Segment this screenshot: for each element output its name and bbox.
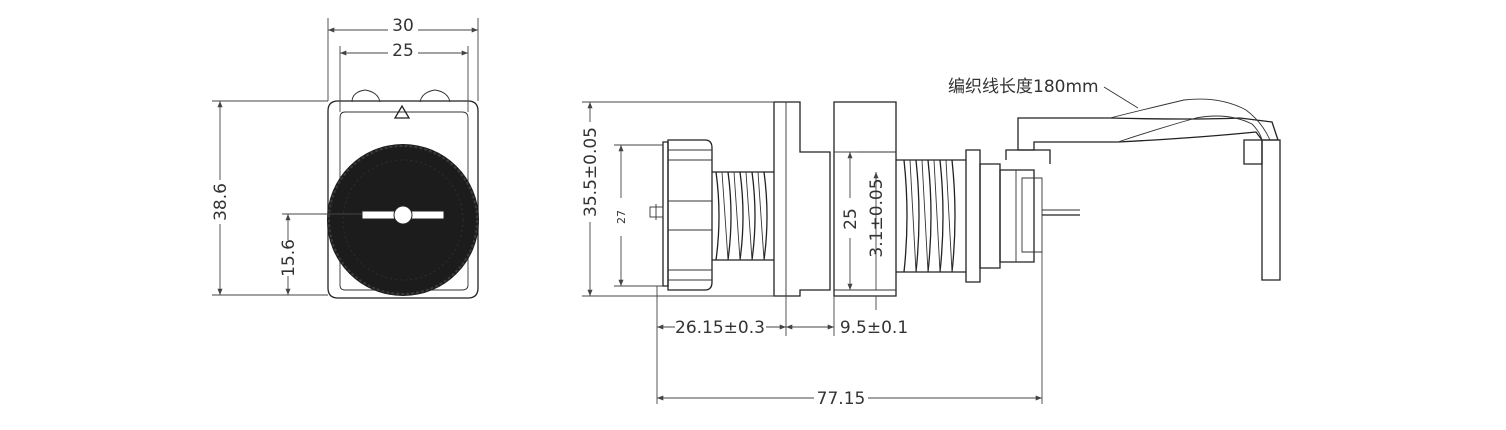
front-view: YD 30 25 38.6: [211, 16, 479, 299]
braided-cable: [1005, 98, 1281, 281]
triangle-mark-icon: [393, 104, 411, 119]
dim-height-offset: 3.1±0.05: [867, 172, 887, 310]
dim-height-slot-label: 15.6: [279, 239, 299, 277]
cable-leader: [1103, 86, 1139, 109]
rotary-dial: YD: [327, 136, 479, 296]
dim-height-body: 35.5±0.05: [581, 101, 774, 297]
cable-note: 编织线长度180mm: [948, 77, 1099, 97]
dim-length-cap: 26.15±0.3: [656, 286, 787, 404]
dim-height-total-label: 38.6: [211, 183, 231, 221]
front-housing: [327, 89, 479, 299]
dim-width-inner-label: 25: [392, 41, 414, 61]
dim-length-cap-label: 26.15±0.3: [675, 318, 765, 338]
mounting-flange: [773, 101, 831, 297]
dim-height-offset-label: 3.1±0.05: [867, 178, 887, 257]
dim-height-body-label: 35.5±0.05: [581, 127, 601, 217]
side-knob: [649, 139, 713, 291]
side-view: 编织线长度180mm 35.5±0.05 27 25 3.: [581, 77, 1281, 409]
dim-width-outer: 30: [327, 16, 479, 101]
dim-length-total-label: 77.15: [817, 389, 866, 409]
dim-length-total: 77.15: [657, 252, 1043, 409]
rear-terminal: [965, 149, 1080, 283]
dim-width-outer-label: 30: [392, 16, 414, 36]
dim-length-flange-label: 9.5±0.1: [840, 318, 908, 338]
dim-height-total: 38.6: [211, 100, 328, 296]
dim-height-slot: 15.6: [279, 213, 362, 295]
dim-height-center-label: 25: [841, 208, 861, 230]
dim-height-cap: 27: [614, 144, 663, 287]
dim-height-center: 25: [834, 151, 861, 290]
dim-width-inner: 25: [339, 41, 469, 112]
left-spring: [712, 171, 774, 261]
dial-mark-label: YD: [395, 136, 410, 146]
right-spring: [896, 159, 966, 273]
dim-length-flange: 9.5±0.1: [786, 296, 908, 338]
dim-height-cap-label: 27: [615, 210, 628, 224]
